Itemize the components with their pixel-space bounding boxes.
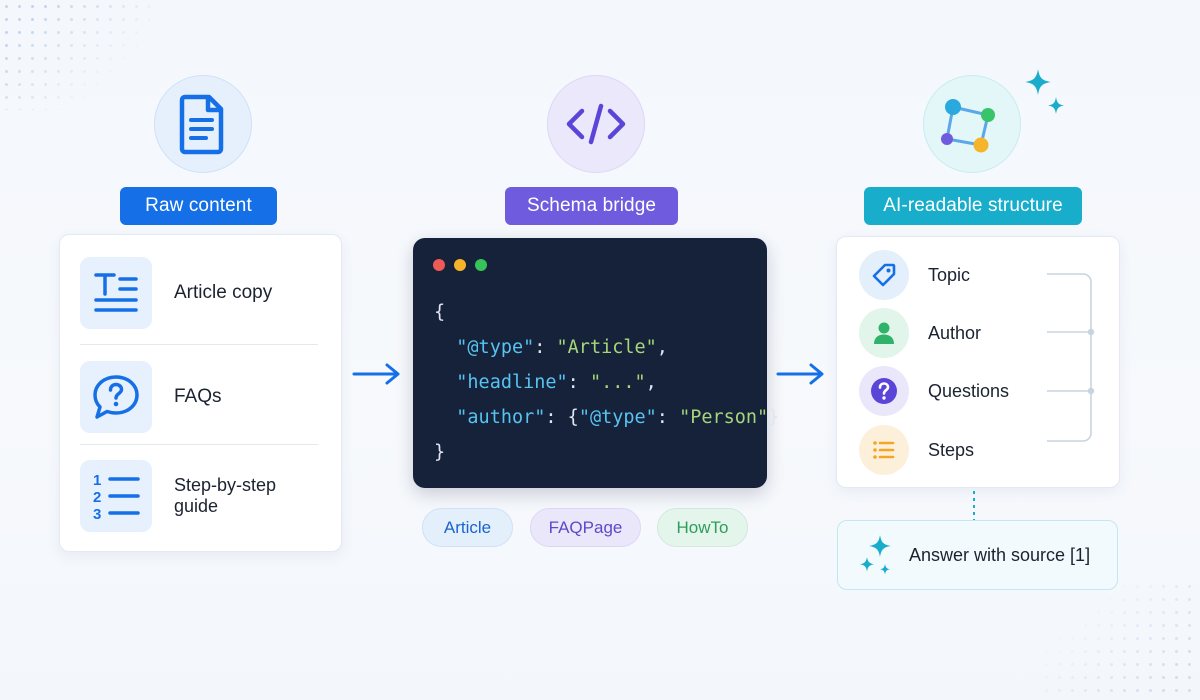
close-dot-icon <box>433 259 445 271</box>
author-label: Author <box>928 322 982 343</box>
svg-text:3: 3 <box>93 506 101 521</box>
schema-tag-howto: HowTo <box>657 508 748 547</box>
code-key: "@type" <box>578 407 657 428</box>
ai-readable-structure-label: AI-readable structure <box>864 187 1082 225</box>
person-icon <box>859 308 909 358</box>
code-brace: } <box>434 442 446 463</box>
divider <box>80 444 318 445</box>
sparkle-icon <box>860 535 891 575</box>
list-item-questions: Questions <box>859 366 1009 416</box>
code-punct: } <box>768 407 780 428</box>
answer-with-source-card: Answer with source [1] <box>837 520 1118 590</box>
code-icon <box>547 75 645 173</box>
raw-content-card: Article copy FAQs 1 2 3 Step-by-step gui… <box>59 234 342 552</box>
minimize-dot-icon <box>454 259 466 271</box>
tag-icon <box>859 250 909 300</box>
code-value: "..." <box>589 372 646 393</box>
list-item-faqs: FAQs <box>80 360 320 434</box>
arrow-right-icon <box>776 363 824 385</box>
raw-content-label: Raw content <box>120 187 277 225</box>
code-brace: { <box>434 302 446 323</box>
list-icon <box>859 425 909 475</box>
code-punct: : { <box>545 407 579 428</box>
code-value: "Person" <box>679 407 769 428</box>
code-punct: : <box>656 407 680 428</box>
list-item-article-copy: Article copy <box>80 256 320 330</box>
topic-label: Topic <box>928 264 971 285</box>
list-item-topic: Topic <box>859 250 970 300</box>
dot-pattern-bottom-right <box>1040 580 1200 700</box>
code-editor-card: { "@type": "Article", "headline": "...",… <box>413 238 779 488</box>
list-item-author: Author <box>859 308 981 358</box>
numbered-list-icon: 1 2 3 <box>80 460 152 532</box>
connector-lines <box>1047 273 1095 442</box>
divider <box>80 344 318 345</box>
code-key: "@type" <box>456 337 535 358</box>
code-punct: , <box>656 337 668 358</box>
code-value: "Article" <box>556 337 657 358</box>
maximize-dot-icon <box>475 259 487 271</box>
questions-label: Questions <box>928 380 1010 401</box>
dot-pattern-top-left <box>0 0 150 110</box>
code-punct: : <box>534 337 557 358</box>
question-icon <box>859 366 909 416</box>
code-key: "headline" <box>456 372 568 393</box>
list-item-step-by-step-guide: 1 2 3 Step-by-step guide <box>80 459 320 533</box>
svg-text:1: 1 <box>93 472 101 489</box>
article-copy-label: Article copy <box>174 282 273 303</box>
answer-with-source-label: Answer with source [1] <box>909 544 1091 565</box>
arrow-right-icon <box>352 363 400 385</box>
schema-bridge-label: Schema bridge <box>505 187 678 225</box>
text-format-icon <box>80 257 152 329</box>
graph-nodes-icon <box>923 75 1021 173</box>
svg-text:2: 2 <box>93 489 101 506</box>
sparkle-icon <box>1025 69 1064 114</box>
steps-label: Steps <box>928 439 975 460</box>
json-ld-code: { "@type": "Article", "headline": "...",… <box>434 295 779 470</box>
schema-tag-faqpage: FAQPage <box>530 508 641 547</box>
document-icon <box>154 75 252 173</box>
ai-structure-card: Topic Author Questions <box>836 236 1120 488</box>
dashed-connector <box>973 491 975 520</box>
list-item-steps: Steps <box>859 425 974 475</box>
question-bubble-icon <box>80 361 152 433</box>
code-key: "author" <box>456 407 546 428</box>
window-controls <box>433 259 487 271</box>
schema-tag-article: Article <box>422 508 513 547</box>
code-punct: : <box>567 372 590 393</box>
faqs-label: FAQs <box>174 386 222 407</box>
code-punct: , <box>645 372 657 393</box>
step-by-step-guide-label: Step-by-step guide <box>174 475 277 516</box>
